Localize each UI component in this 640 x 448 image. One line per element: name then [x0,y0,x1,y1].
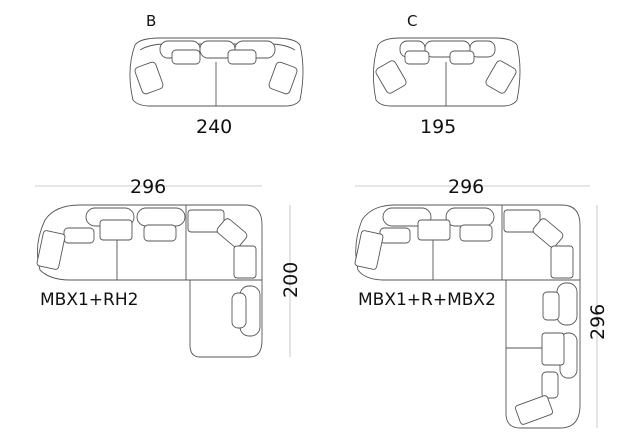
sofa-c-label: C [407,12,417,30]
sofa-b-width: 240 [196,116,232,138]
config-right-name: MBX1+R+MBX2 [358,290,496,310]
config-right-width: 296 [448,176,484,198]
config-left-drawing: 296 200 MBX1+RH2 [35,176,302,358]
sofa-b-label: B [146,12,156,30]
sofa-b-drawing: B 240 [129,12,304,138]
config-left-name: MBX1+RH2 [40,290,138,310]
sofa-c-drawing: C 195 [373,12,521,138]
config-right-depth: 296 [587,304,609,340]
sofa-c-width: 195 [420,116,456,138]
config-left-depth: 200 [280,262,302,298]
config-left-width: 296 [130,176,166,198]
config-right-drawing: 296 296 MBX1+R+MBX2 [354,176,609,429]
